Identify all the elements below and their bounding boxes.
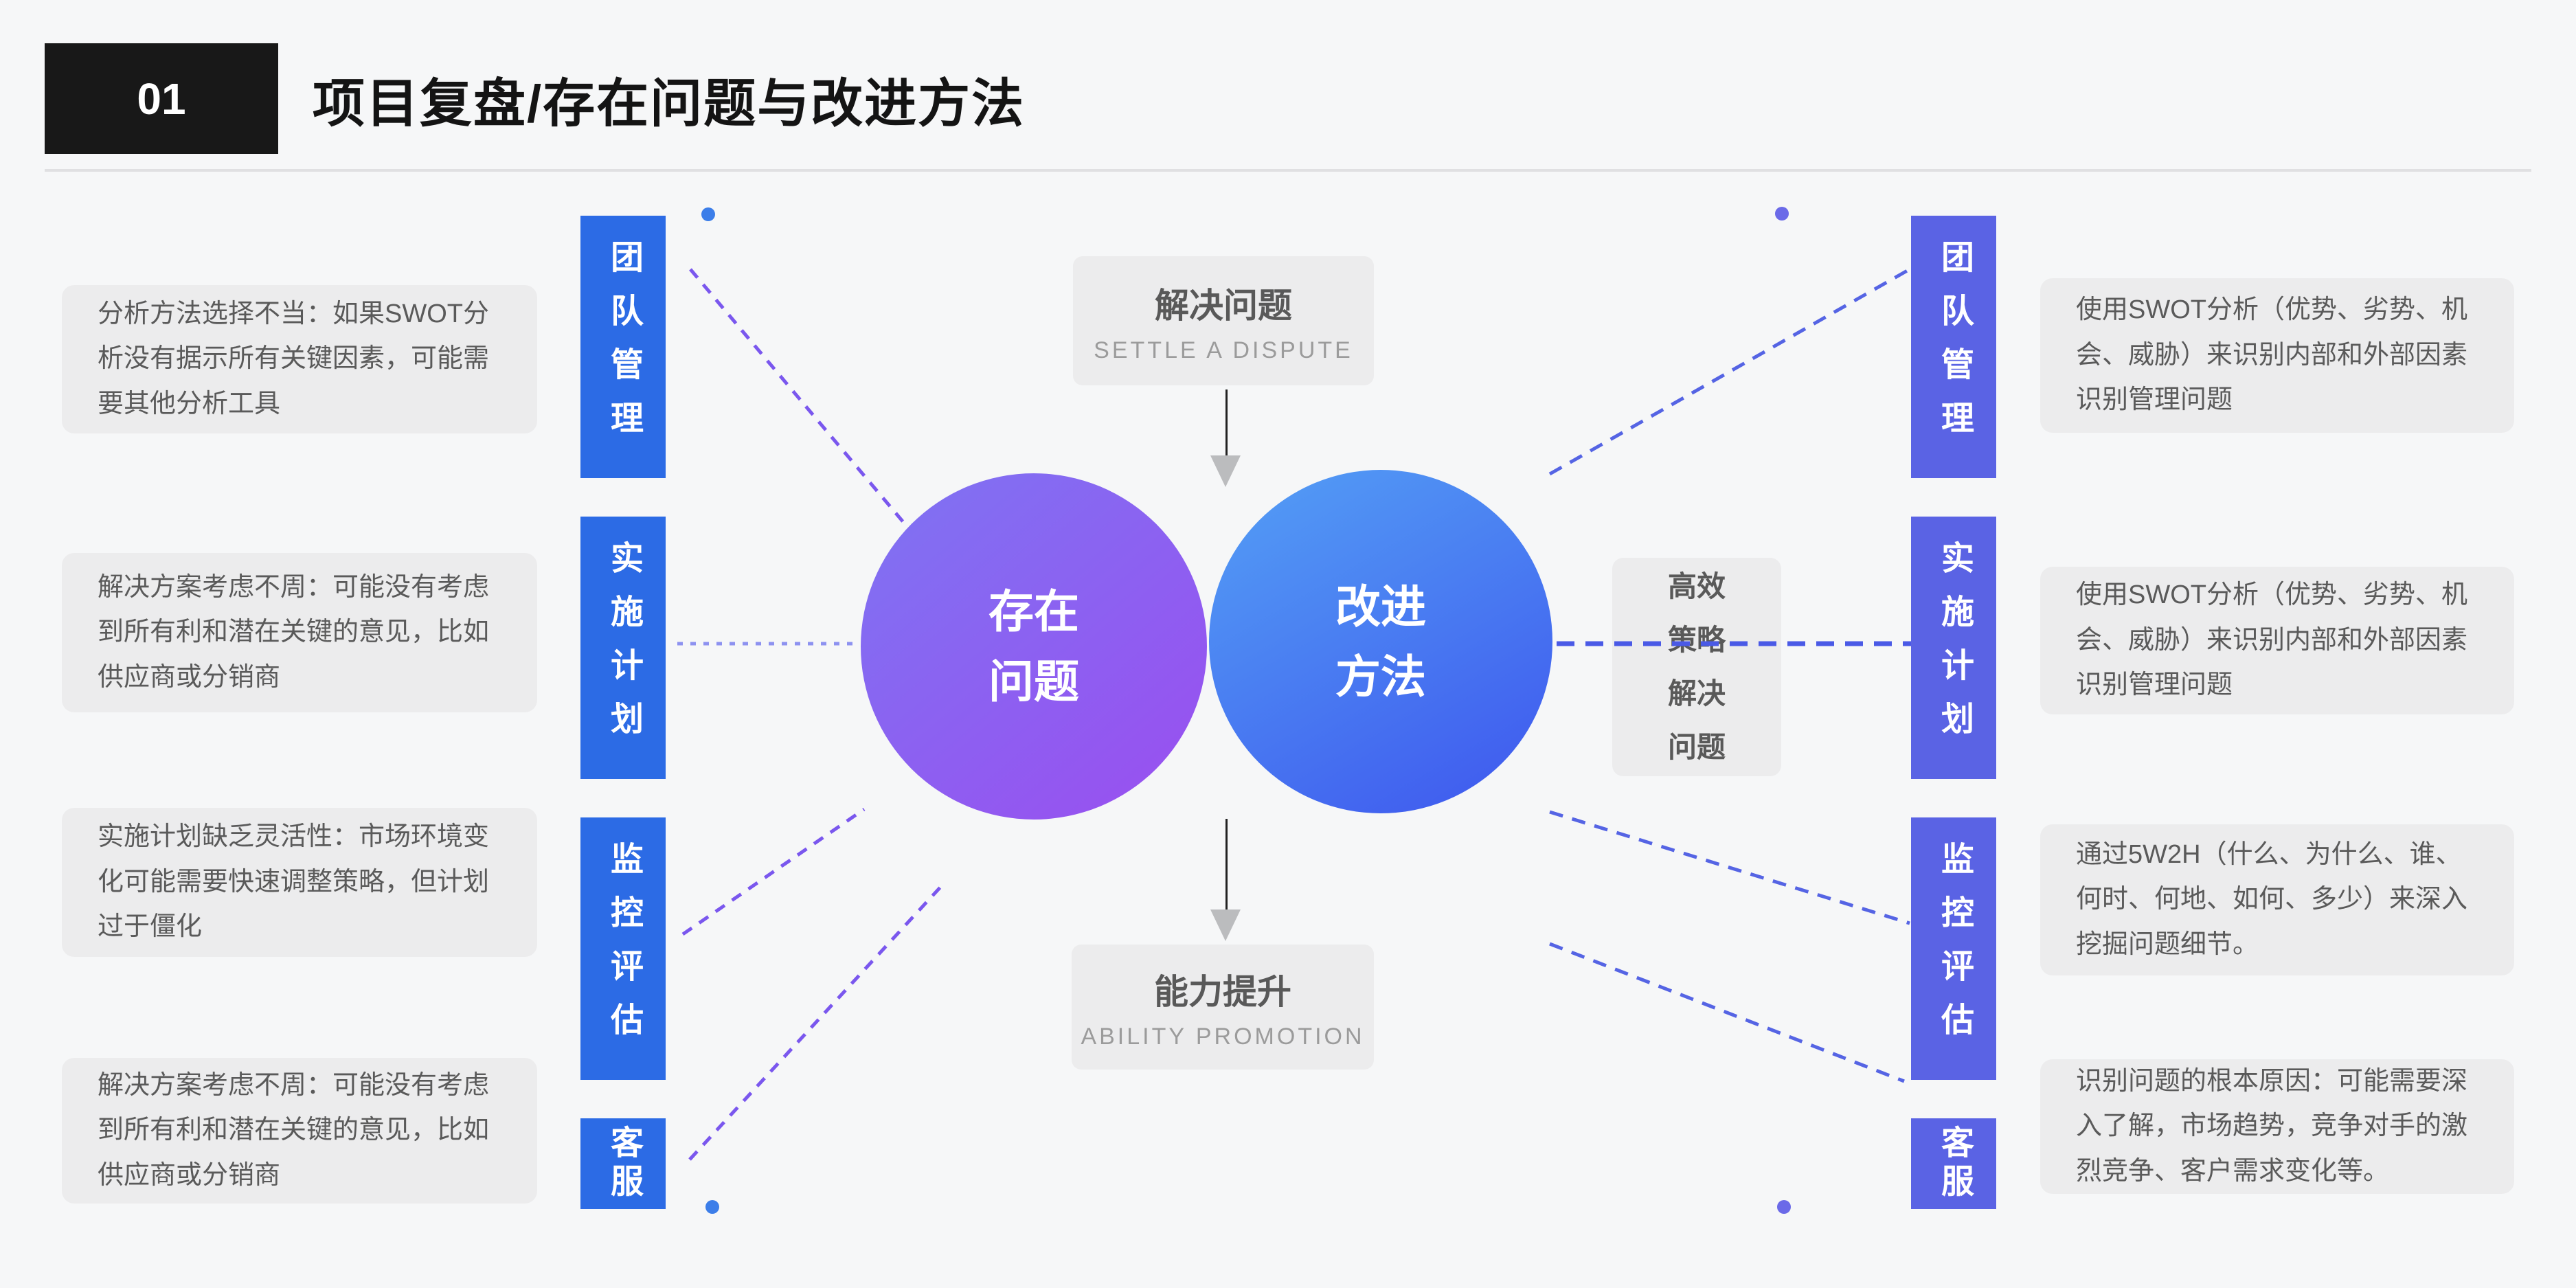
right-bar-monitoring-evaluation: 监控评估 xyxy=(1911,817,1996,1080)
improve-circle-line1: 改进 xyxy=(1335,580,1426,632)
section-number: 01 xyxy=(137,74,186,124)
left-panel-4-text: 解决方案考虑不周：可能没有考虑到所有利和潜在关键的意见，比如供应商或分销商 xyxy=(98,1070,490,1190)
left-panel-2-text: 解决方案考虑不周：可能没有考虑到所有利和潜在关键的意见，比如供应商或分销商 xyxy=(98,572,490,692)
strategy-line1: 高效 xyxy=(1667,569,1726,602)
left-panel-1: 分析方法选择不当：如果SWOT分析没有据示所有关键因素，可能需要其他分析工具 xyxy=(62,285,537,433)
right-bar-customer-service-label: 客服 xyxy=(1936,1125,1972,1202)
problem-circle-line2: 问题 xyxy=(988,656,1079,707)
right-panel-1: 使用SWOT分析（优势、劣势、机会、威胁）来识别内部和外部因素识别管理问题 xyxy=(2040,278,2514,433)
bottom-left-dot-icon xyxy=(705,1200,719,1214)
left-panel-3-text: 实施计划缺乏灵活性：市场环境变化可能需要快速调整策略，但计划过于僵化 xyxy=(98,822,490,942)
ability-subtitle: ABILITY PROMOTION xyxy=(1081,1023,1365,1050)
strategy-line4: 问题 xyxy=(1667,731,1726,764)
top-arrow-head-icon xyxy=(1210,455,1241,487)
right-bar-customer-service: 客服 xyxy=(1911,1118,1996,1209)
right-panel-3: 通过5W2H（什么、为什么、谁、何时、何地、如何、多少）来深入挖掘问题细节。 xyxy=(2040,824,2514,975)
left-bar-team-management-label: 团队管理 xyxy=(605,240,642,454)
left-bar-monitoring-evaluation: 监控评估 xyxy=(580,817,666,1080)
left-panel-2: 解决方案考虑不周：可能没有考虑到所有利和潜在关键的意见，比如供应商或分销商 xyxy=(62,553,537,712)
top-left-dot-icon xyxy=(701,207,715,221)
right-bar-team-management-label: 团队管理 xyxy=(1936,240,1972,454)
left-diagonal-bottom-connector xyxy=(688,882,945,1161)
right-panel-1-text: 使用SWOT分析（优势、劣势、机会、威胁）来识别内部和外部因素识别管理问题 xyxy=(2076,295,2468,415)
right-diagonal-bottom-connector xyxy=(1549,942,1905,1083)
bottom-right-dot-icon xyxy=(1777,1200,1791,1214)
left-panel-3: 实施计划缺乏灵活性：市场环境变化可能需要快速调整策略，但计划过于僵化 xyxy=(62,808,537,957)
strategy-line3: 解决 xyxy=(1667,677,1726,710)
top-right-dot-icon xyxy=(1775,207,1789,221)
left-panel-1-text: 分析方法选择不当：如果SWOT分析没有据示所有关键因素，可能需要其他分析工具 xyxy=(98,299,490,418)
page-title: 项目复盘/存在问题与改进方法 xyxy=(313,74,1026,133)
right-diagonal-top-connector xyxy=(1548,267,1911,476)
top-arrow-line xyxy=(1225,389,1228,455)
left-bar-implementation-plan: 实施计划 xyxy=(580,517,666,779)
right-panel-4: 识别问题的根本原因：可能需要深入了解，市场趋势，竞争对手的激烈竞争、客户需求变化… xyxy=(2040,1059,2514,1194)
left-bar-customer-service: 客服 xyxy=(580,1118,666,1209)
header-divider xyxy=(45,169,2531,172)
solve-problem-title: 解决问题 xyxy=(1155,286,1292,325)
right-bar-implementation-plan-label: 实施计划 xyxy=(1936,541,1972,755)
ability-title: 能力提升 xyxy=(1154,972,1291,1011)
right-panel-2: 使用SWOT分析（优势、劣势、机会、威胁）来识别内部和外部因素识别管理问题 xyxy=(2040,567,2514,714)
bottom-arrow-head-icon xyxy=(1210,909,1241,941)
left-bar-team-management: 团队管理 xyxy=(580,216,666,478)
left-diagonal-mid-connector xyxy=(681,807,866,936)
problem-circle-line1: 存在 xyxy=(988,585,1079,637)
bottom-arrow-line xyxy=(1225,819,1228,909)
ability-box: 能力提升 ABILITY PROMOTION xyxy=(1072,945,1374,1070)
strategy-line2: 策略 xyxy=(1667,623,1726,656)
right-bar-monitoring-evaluation-label: 监控评估 xyxy=(1936,841,1972,1056)
right-panel-2-text: 使用SWOT分析（优势、劣势、机会、威胁）来识别内部和外部因素识别管理问题 xyxy=(2076,580,2468,700)
solve-problem-box: 解决问题 SETTLE A DISPUTE xyxy=(1073,256,1374,385)
right-bar-implementation-plan: 实施计划 xyxy=(1911,517,1996,779)
left-bar-monitoring-evaluation-label: 监控评估 xyxy=(605,841,642,1056)
right-diagonal-mid-connector xyxy=(1549,810,1910,925)
right-panel-4-text: 识别问题的根本原因：可能需要深入了解，市场趋势，竞争对手的激烈竞争、客户需求变化… xyxy=(2076,1066,2468,1186)
strategy-box: 高效 策略 解决 问题 xyxy=(1612,558,1781,776)
section-number-badge: 01 xyxy=(45,43,278,154)
left-panel-4: 解决方案考虑不周：可能没有考虑到所有利和潜在关键的意见，比如供应商或分销商 xyxy=(62,1058,537,1204)
solve-problem-subtitle: SETTLE A DISPUTE xyxy=(1094,337,1353,363)
left-bar-implementation-plan-label: 实施计划 xyxy=(605,541,642,755)
left-bar-customer-service-label: 客服 xyxy=(605,1125,642,1202)
problem-circle: 存在 问题 xyxy=(861,473,1207,820)
improve-circle-line2: 方法 xyxy=(1335,651,1426,702)
improve-circle: 改进 方法 xyxy=(1209,470,1552,813)
left-diagonal-top-connector xyxy=(689,268,908,528)
right-panel-3-text: 通过5W2H（什么、为什么、谁、何时、何地、如何、多少）来深入挖掘问题细节。 xyxy=(2076,839,2468,959)
right-bar-team-management: 团队管理 xyxy=(1911,216,1996,478)
